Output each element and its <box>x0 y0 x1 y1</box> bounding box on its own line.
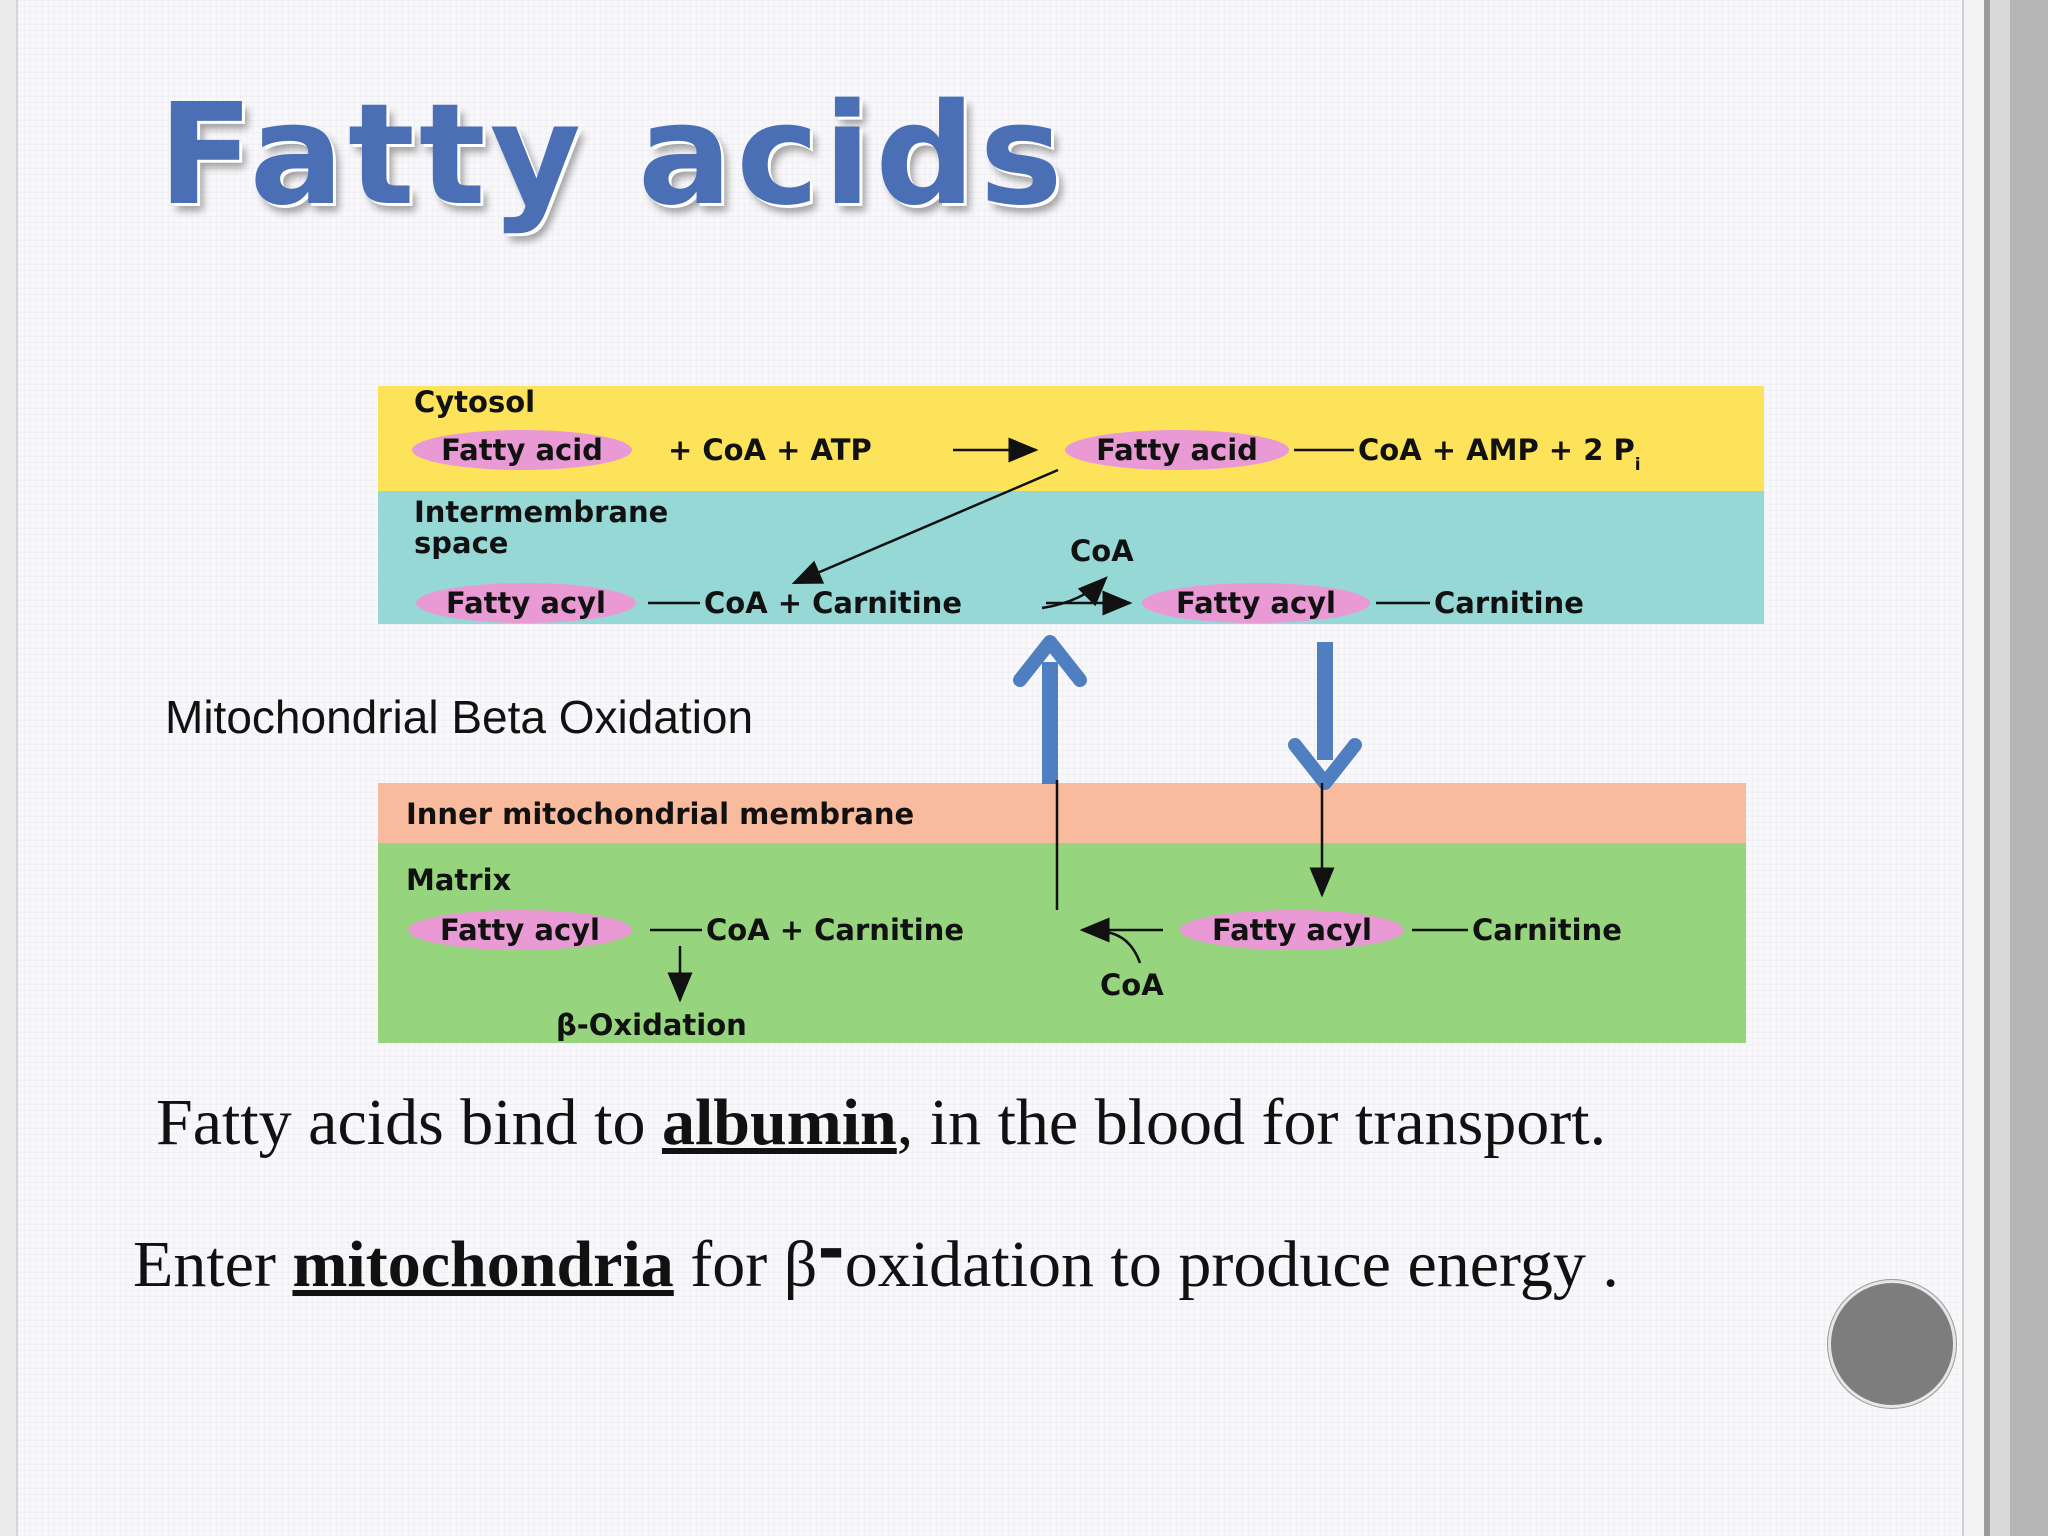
mx-coa-bottom: CoA <box>1100 968 1164 1002</box>
transfer-arrow <box>791 468 1059 585</box>
fatty-acyl-oval-im-right <box>1142 583 1370 623</box>
fatty-acyl-oval-im-left <box>416 583 636 623</box>
mx-coa-curve <box>1104 930 1142 964</box>
fatty-acyl-oval-mx-right <box>1180 910 1404 950</box>
im-coa-release-arrow <box>1041 576 1108 610</box>
fatty-acid-oval-left <box>412 430 632 470</box>
slide-edge-shadow <box>1984 0 1990 1536</box>
fatty-acyl-im-left-label: Fatty acyl <box>446 586 606 620</box>
slide-edge-dark <box>2010 0 2048 1536</box>
im-coa-top: CoA <box>1070 534 1134 568</box>
down-arrow-head <box>1288 738 1362 790</box>
slide-edge-pale <box>1990 0 2010 1536</box>
intermembrane-label-2: space <box>414 526 508 560</box>
beta-oxidation-label: β-Oxidation <box>556 1008 747 1042</box>
fatty-acyl-oval-mx-left <box>408 910 632 950</box>
matrix-band <box>378 843 1746 1043</box>
fatty-acyl-mx-right-label: Fatty acyl <box>1212 913 1372 947</box>
cytosol-label: Cytosol <box>414 385 535 419</box>
fatty-acyl-im-right-label: Fatty acyl <box>1176 586 1336 620</box>
slide <box>16 0 1964 1536</box>
cytosol-reactants: + CoA + ATP <box>668 433 872 467</box>
down-arrow-shaft <box>1317 642 1333 760</box>
slide-title: Fatty acids <box>158 74 1067 237</box>
albumin-term: albumin <box>661 1086 897 1159</box>
matrix-label: Matrix <box>406 863 512 897</box>
up-arrow-shaft <box>1042 662 1058 784</box>
slide-nav-button[interactable] <box>1828 1280 1956 1408</box>
fatty-acid-oval-right <box>1065 430 1289 470</box>
im-coa-carnitine: CoA + Carnitine <box>704 586 962 620</box>
side-label: Mitochondrial Beta Oxidation <box>165 691 754 743</box>
mitochondria-term: mitochondria <box>292 1228 674 1301</box>
mx-carnitine: Carnitine <box>1472 913 1622 947</box>
fatty-acid-right-label: Fatty acid <box>1096 433 1258 467</box>
albumin-sentence: Fatty acids bind to albumin, in the bloo… <box>156 1086 1607 1159</box>
fatty-acid-left-label: Fatty acid <box>441 433 603 467</box>
fatty-acyl-mx-left-label: Fatty acyl <box>440 913 600 947</box>
cytosol-products: CoA + AMP + 2 Pi <box>1358 433 1641 475</box>
inner-membrane-label: Inner mitochondrial membrane <box>406 797 914 831</box>
slide-edge <box>1962 0 1984 1536</box>
inner-membrane-band <box>378 783 1746 843</box>
mx-coa-carnitine: CoA + Carnitine <box>706 913 964 947</box>
im-carnitine: Carnitine <box>1434 586 1584 620</box>
beta-oxidation-diagram: Cytosol Intermembrane space Inner mitoch… <box>370 380 1770 1050</box>
mitochondria-sentence: Enter mitochondria for β-oxidation to pr… <box>133 1211 1619 1301</box>
intermembrane-label: Intermembrane <box>414 495 668 529</box>
up-arrow-head <box>1013 635 1087 687</box>
